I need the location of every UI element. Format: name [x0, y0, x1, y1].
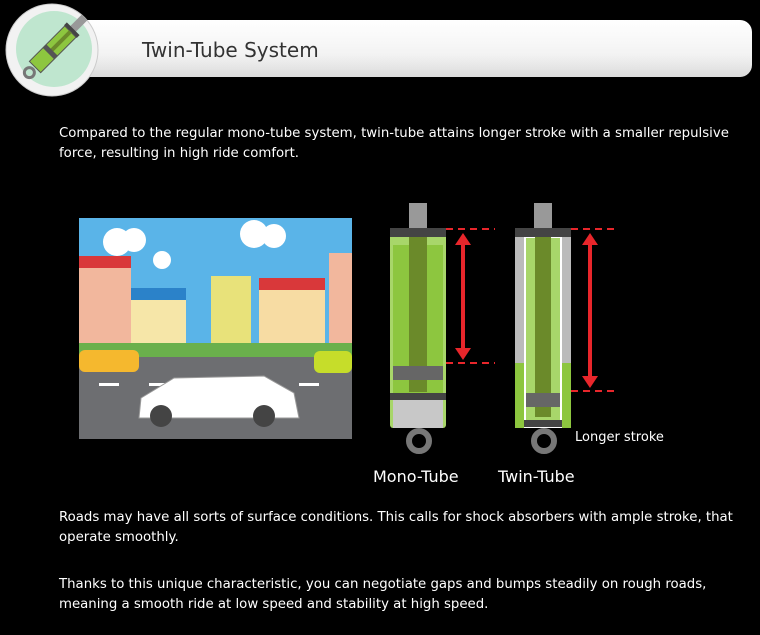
twin-tube-shock [515, 203, 571, 454]
paragraph-characteristic: Thanks to this unique characteristic, yo… [59, 577, 707, 612]
stroke-arrows [455, 233, 598, 388]
intro-text: Compared to the regular mono-tube system… [59, 126, 729, 161]
page-title: Twin-Tube System [142, 38, 319, 62]
stroke-guide-lines [446, 228, 618, 392]
road-scene-illustration [79, 218, 352, 439]
header-bar [60, 20, 752, 77]
twin-tube-label: Twin-Tube [498, 467, 575, 486]
mono-tube-shock [390, 203, 446, 454]
shock-absorber-icon [5, 3, 99, 97]
paragraph-road-conditions: Roads may have all sorts of surface cond… [59, 510, 733, 545]
mono-tube-label: Mono-Tube [373, 467, 459, 486]
longer-stroke-label: Longer stroke [575, 430, 664, 445]
shock-comparison-diagram [390, 203, 618, 454]
